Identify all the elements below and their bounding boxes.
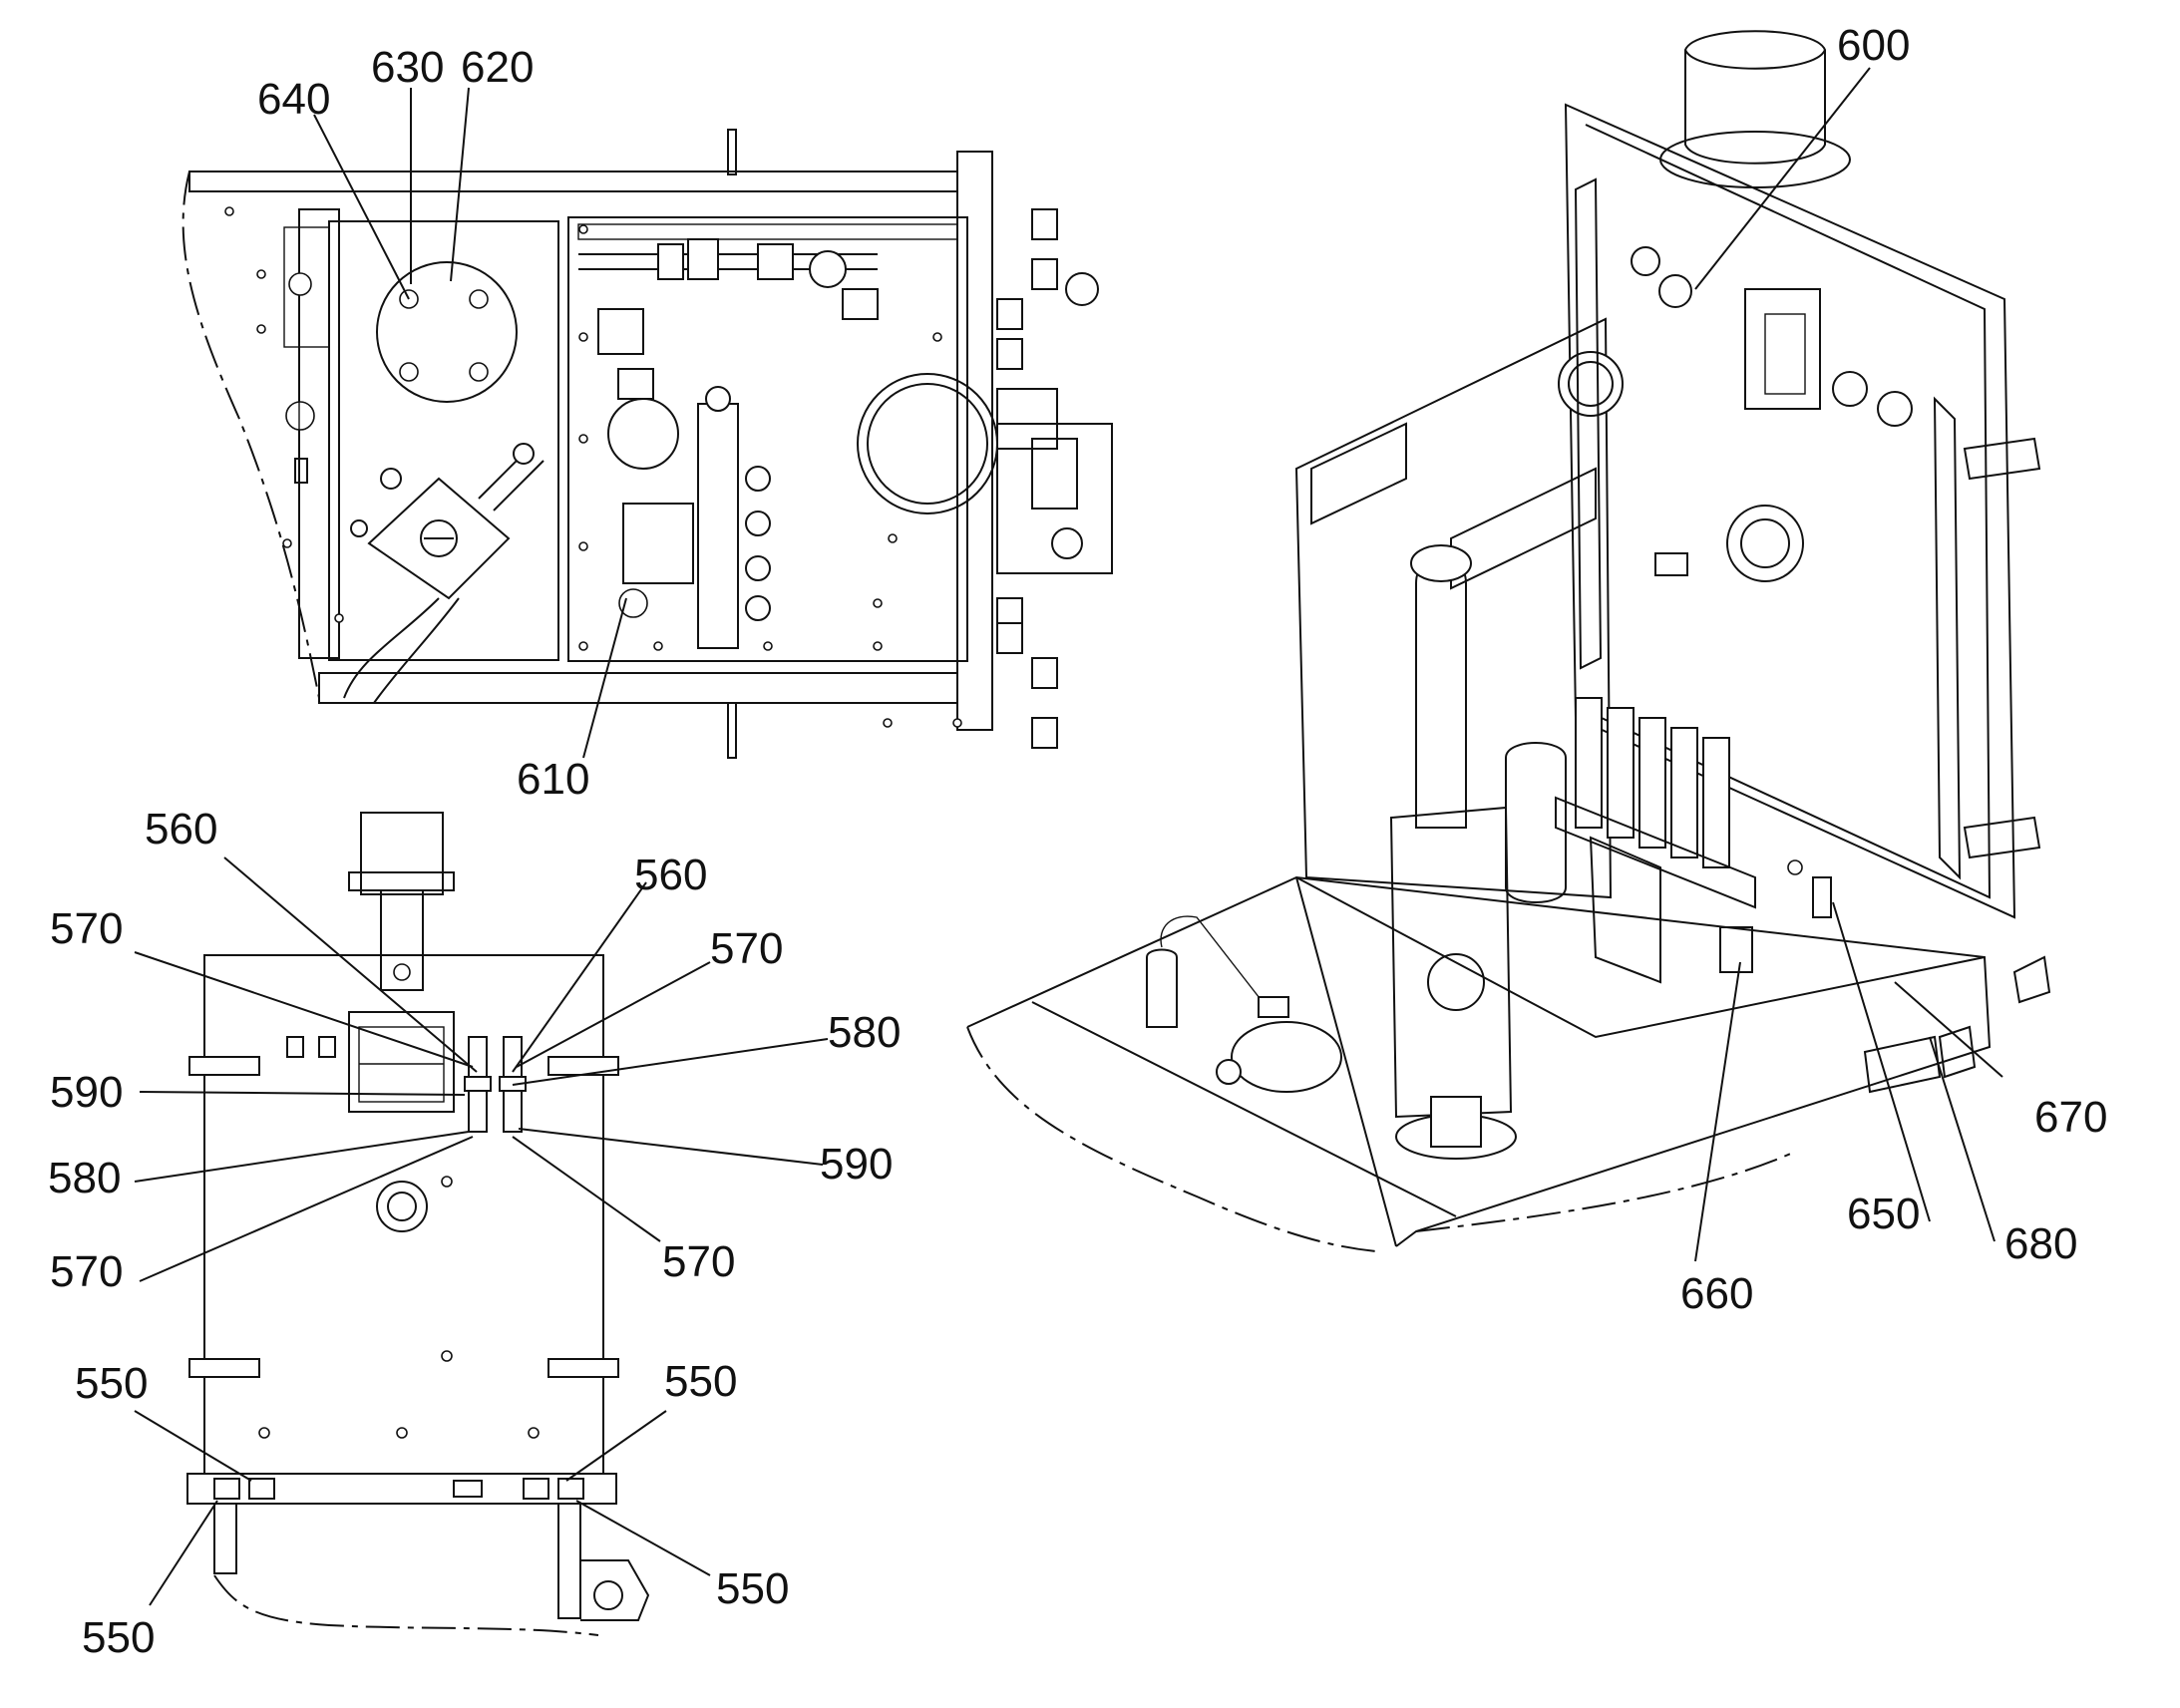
ref-label-660: 660: [1680, 1269, 1753, 1318]
ref-label-650: 650: [1847, 1190, 1920, 1238]
reference-numerals: 640 630 620 610 560 560 570 570 580 590 …: [48, 21, 2107, 1662]
ref-label-550-upper-right: 550: [664, 1357, 737, 1406]
isometric-view-drawing: [966, 30, 2051, 1252]
ref-label-640: 640: [257, 75, 330, 124]
ref-label-580-right: 580: [828, 1008, 901, 1057]
ref-label-630: 630: [371, 43, 444, 92]
ref-label-550-lower-left: 550: [82, 1613, 155, 1662]
ref-label-600: 600: [1837, 21, 1910, 70]
ref-label-680: 680: [2004, 1219, 2077, 1268]
ref-label-620: 620: [461, 43, 534, 92]
isometric-view-leaders: [1694, 67, 2003, 1262]
ref-label-590-left: 590: [50, 1068, 123, 1117]
top-view-leaders: [313, 87, 627, 759]
front-view-drawing: [186, 812, 650, 1636]
ref-label-570-lower-left: 570: [50, 1247, 123, 1296]
ref-label-550-upper-left: 550: [75, 1359, 148, 1408]
ref-label-610: 610: [517, 755, 589, 804]
ref-label-580-left: 580: [48, 1154, 121, 1202]
ref-label-560-right: 560: [634, 851, 707, 899]
front-view-leaders: [134, 856, 829, 1606]
ref-label-570-upper-left: 570: [50, 904, 123, 953]
ref-label-560-left: 560: [145, 805, 217, 854]
ref-label-590-right: 590: [820, 1140, 893, 1189]
top-view-drawing: [182, 129, 1113, 759]
ref-label-570-lower-right: 570: [662, 1237, 735, 1286]
ref-label-550-lower-right: 550: [716, 1564, 789, 1613]
ref-label-670: 670: [2034, 1093, 2107, 1142]
ref-label-570-upper-right: 570: [710, 924, 783, 973]
